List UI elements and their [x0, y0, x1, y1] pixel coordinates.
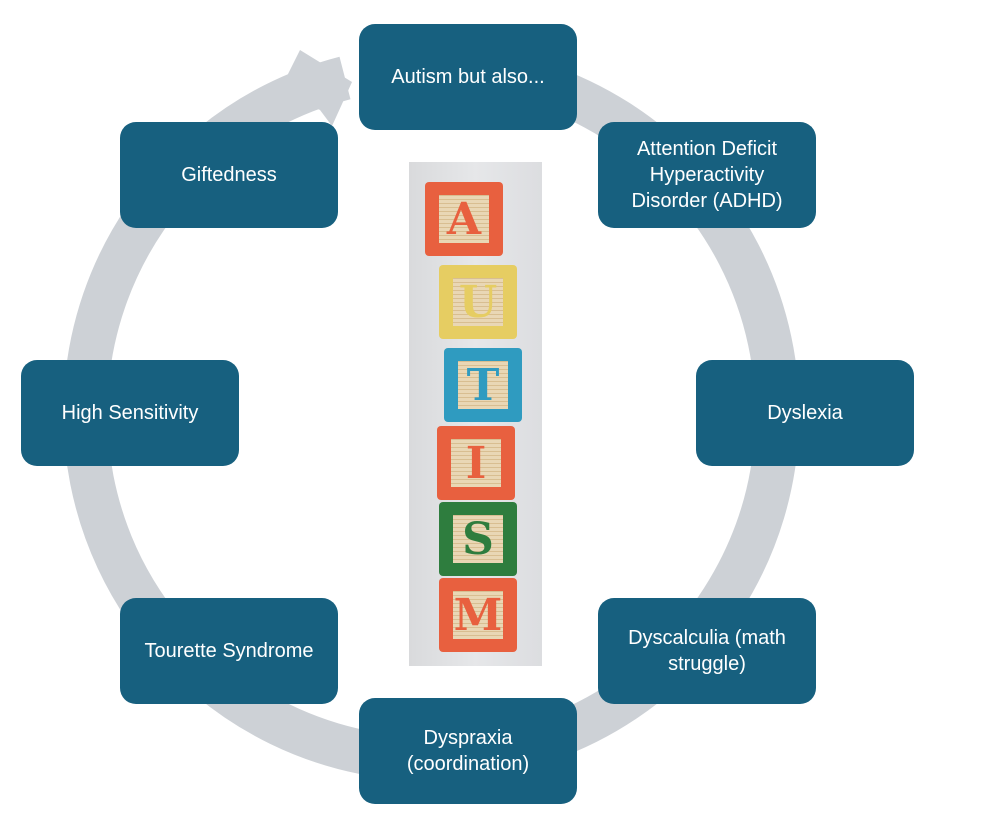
node-label: Tourette Syndrome: [144, 640, 314, 662]
node-label: Dyscalculia (math struggle): [628, 627, 786, 675]
block-t: T: [444, 348, 522, 422]
node-giftedness: Giftedness: [120, 122, 338, 228]
node-autism: Autism but also...: [359, 24, 577, 130]
node-adhd: Attention Deficit Hyperactivity Disorder…: [598, 122, 816, 228]
node-high-sensitivity: High Sensitivity: [21, 360, 239, 466]
block-letter: T: [458, 360, 508, 411]
cycle-arrowhead: [280, 50, 352, 126]
block-s: S: [439, 502, 517, 576]
block-letter: U: [453, 277, 503, 328]
node-dyscalculia: Dyscalculia (math struggle): [598, 598, 816, 704]
block-letter: S: [453, 514, 503, 565]
block-letter: A: [439, 194, 489, 245]
node-label: Giftedness: [181, 164, 277, 186]
node-label: Autism but also...: [391, 66, 545, 88]
node-dyslexia: Dyslexia: [696, 360, 914, 466]
node-label: Dyslexia: [767, 402, 843, 424]
node-label: Attention Deficit Hyperactivity Disorder…: [631, 138, 783, 212]
node-dyspraxia: Dyspraxia (coordination): [359, 698, 577, 804]
block-a: A: [425, 182, 503, 256]
node-label: High Sensitivity: [61, 402, 199, 424]
node-tourette: Tourette Syndrome: [120, 598, 338, 704]
block-m: M: [439, 578, 517, 652]
node-label: Dyspraxia (coordination): [406, 727, 530, 775]
autism-blocks-photo: A U T I S M: [409, 162, 542, 666]
block-i: I: [437, 426, 515, 500]
block-letter: I: [451, 438, 501, 489]
block-u: U: [439, 265, 517, 339]
block-letter: M: [453, 589, 503, 641]
